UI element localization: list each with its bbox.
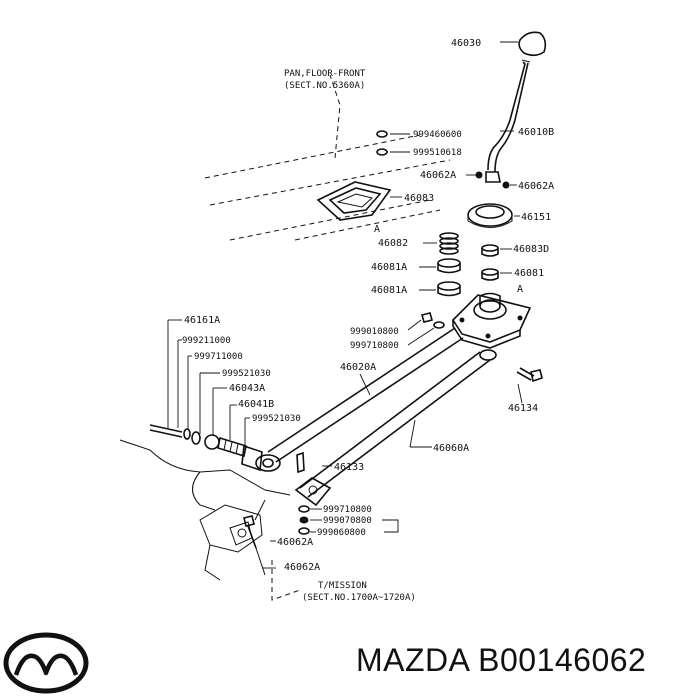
label-joint: 46133 <box>334 462 364 473</box>
bushing-d <box>481 244 499 257</box>
shift-rod-main <box>255 327 464 472</box>
part-number: B00146062 <box>478 642 647 678</box>
lever-clips <box>475 171 510 189</box>
seat-parts-stack <box>149 424 263 472</box>
label-plate: 46083 <box>404 193 434 204</box>
label-ring: 46151 <box>521 212 551 223</box>
label-bolt-a: 999460600 <box>413 130 462 140</box>
boot-plate <box>316 181 392 221</box>
label-letter-a2: A <box>517 284 523 295</box>
label-mount2: 46062A <box>284 562 320 573</box>
label-lever: 46010B <box>518 127 554 138</box>
label-boot-top-b: 46062A <box>518 181 554 192</box>
bushing-a2 <box>437 281 461 297</box>
label-pan-1: PAN,FLOOR-FRONT <box>284 69 366 79</box>
label-spring: 46082 <box>378 238 408 249</box>
label-bush-b: 46081 <box>514 268 544 279</box>
shift-lever <box>487 59 531 173</box>
left-leader-bracket <box>167 319 250 446</box>
bushing-b <box>481 268 499 281</box>
label-p3: 999521030 <box>222 369 271 379</box>
label-knob: 46030 <box>451 38 481 49</box>
label-pan-2: (SECT.NO.5360A) <box>284 81 365 91</box>
label-letter-a1: A <box>374 224 380 235</box>
shift-housing <box>451 292 532 349</box>
label-p4: 46043A <box>229 383 265 394</box>
label-bolt-c: 46134 <box>508 403 538 414</box>
rubber-ring <box>467 203 513 228</box>
bushing-a1 <box>437 258 461 274</box>
joint-washers <box>298 505 310 535</box>
label-p2: 999711000 <box>194 352 243 362</box>
label-boot-top-a: 46062A <box>420 170 456 181</box>
label-trans-1: T/MISSION <box>318 581 367 591</box>
rod-joint <box>294 451 332 507</box>
extension-rod <box>299 349 497 498</box>
label-bush-d: 46083D <box>513 244 549 255</box>
mount-upper <box>243 515 257 549</box>
label-washer-b: 999710800 <box>350 341 399 351</box>
floor-bolt <box>376 130 388 156</box>
mazda-logo <box>3 632 89 694</box>
floor-pan-outline <box>204 74 451 241</box>
label-w1: 999710800 <box>323 505 372 515</box>
label-rod-ext: 46060A <box>433 443 469 454</box>
housing-bolt <box>421 312 445 329</box>
label-bush-a2: 46081A <box>371 285 407 296</box>
label-bush-a1: 46081A <box>371 262 407 273</box>
rod-bolt <box>516 367 543 383</box>
label-p6: 999521030 <box>252 414 301 424</box>
label-p1: 999211000 <box>182 336 231 346</box>
label-p5: 46041B <box>238 399 274 410</box>
label-w2: 999070800 <box>323 516 372 526</box>
spring <box>439 232 459 255</box>
label-mount1: 46062A <box>277 537 313 548</box>
label-w3: 999060800 <box>317 528 366 538</box>
label-bolt-b: 999010800 <box>350 327 399 337</box>
shift-knob <box>518 31 547 57</box>
brand-part-number: MAZDA B00146062 <box>356 642 646 679</box>
label-washer-a: 999510618 <box>413 148 462 158</box>
label-rod-main: 46020A <box>340 362 376 373</box>
label-seat: 46161A <box>184 315 220 326</box>
transmission-housing <box>119 439 291 581</box>
brand-name: MAZDA <box>356 642 469 678</box>
label-trans-2: (SECT.NO.1700A~1720A) <box>302 593 416 603</box>
